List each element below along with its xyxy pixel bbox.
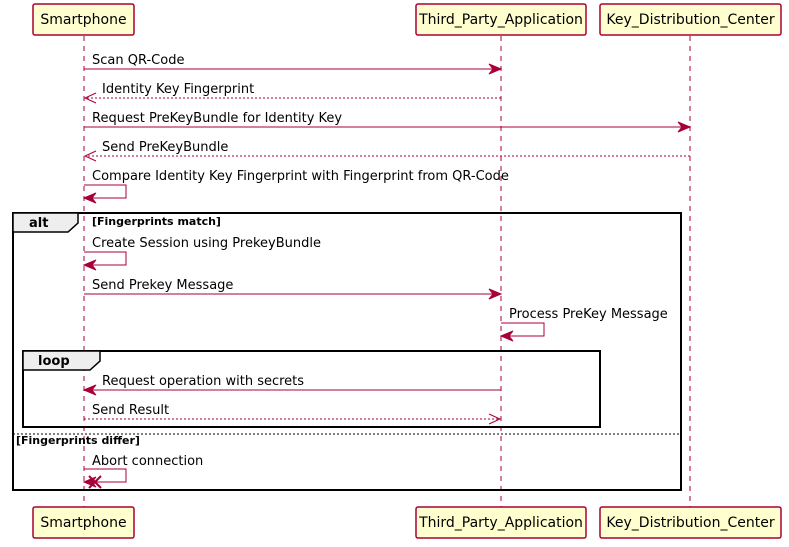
- message-compare-fingerprint: Compare Identity Key Fingerprint with Fi…: [82, 169, 509, 204]
- message-label: Abort connection: [92, 454, 203, 469]
- message-label: Send Prekey Message: [92, 278, 233, 293]
- message-send-prekey-message: Send Prekey Message: [84, 278, 503, 300]
- message-label: Create Session using PrekeyBundle: [92, 236, 321, 251]
- alt-frame: alt [Fingerprints match] [Fingerprints d…: [12, 212, 682, 491]
- participant-smartphone-label: Smartphone: [40, 12, 126, 28]
- participant-key-distribution-center-label: Key_Distribution_Center: [606, 12, 774, 28]
- message-label: Identity Key Fingerprint: [102, 82, 254, 97]
- message-create-session: Create Session using PrekeyBundle: [82, 236, 321, 271]
- arrow-head-icon: [488, 63, 503, 75]
- message-send-result: Send Result: [84, 403, 502, 425]
- message-request-prekeybundle: Request PreKeyBundle for Identity Key: [84, 111, 692, 133]
- participant-smartphone-top: Smartphone: [32, 3, 135, 36]
- participant-third-party-application-bottom: Third_Party_Application: [415, 506, 587, 539]
- loop-frame: loop: [22, 350, 601, 428]
- arrow-head-icon: [83, 92, 97, 104]
- participant-third-party-application-top: Third_Party_Application: [415, 3, 587, 36]
- loop-frame-tab: [22, 350, 101, 371]
- arrow-head-icon: [82, 384, 97, 396]
- arrow-head-icon: [488, 413, 502, 425]
- destroy-x-icon: [88, 475, 102, 489]
- message-process-prekey-message: Process PreKey Message: [499, 307, 668, 342]
- alt-frame-tab: [12, 212, 79, 233]
- message-label: Request PreKeyBundle for Identity Key: [92, 111, 342, 126]
- arrow-head-icon: [83, 150, 97, 162]
- participant-third-party-application-label: Third_Party_Application: [418, 515, 583, 531]
- arrow-head-icon: [488, 288, 503, 300]
- loop-keyword: loop: [38, 354, 70, 369]
- message-scan-qr-code: Scan QR-Code: [84, 53, 503, 75]
- participant-smartphone-bottom: Smartphone: [32, 506, 135, 539]
- message-label: Process PreKey Message: [509, 307, 668, 322]
- arrow-head-icon: [82, 192, 97, 204]
- message-label: Send Result: [92, 403, 169, 418]
- message-request-operation: Request operation with secrets: [82, 374, 501, 396]
- message-label: Send PreKeyBundle: [102, 140, 228, 155]
- alt-keyword: alt: [29, 216, 48, 231]
- message-label: Scan QR-Code: [92, 53, 184, 68]
- arrow-head-icon: [677, 121, 692, 133]
- message-send-prekeybundle: Send PreKeyBundle: [83, 140, 690, 162]
- participant-smartphone-label: Smartphone: [40, 515, 126, 531]
- alt-else-guard: [Fingerprints differ]: [16, 434, 140, 447]
- participant-key-distribution-center-label: Key_Distribution_Center: [606, 515, 774, 531]
- arrow-head-icon: [82, 259, 97, 271]
- participant-key-distribution-center-top: Key_Distribution_Center: [599, 3, 782, 36]
- message-label: Request operation with secrets: [102, 374, 304, 389]
- message-abort-connection: Abort connection: [82, 454, 203, 489]
- message-label: Compare Identity Key Fingerprint with Fi…: [92, 169, 509, 184]
- message-identity-key-fingerprint: Identity Key Fingerprint: [83, 82, 501, 104]
- participant-third-party-application-label: Third_Party_Application: [418, 12, 583, 28]
- arrow-head-icon: [499, 330, 514, 342]
- participant-key-distribution-center-bottom: Key_Distribution_Center: [599, 506, 782, 539]
- alt-guard: [Fingerprints match]: [92, 215, 221, 228]
